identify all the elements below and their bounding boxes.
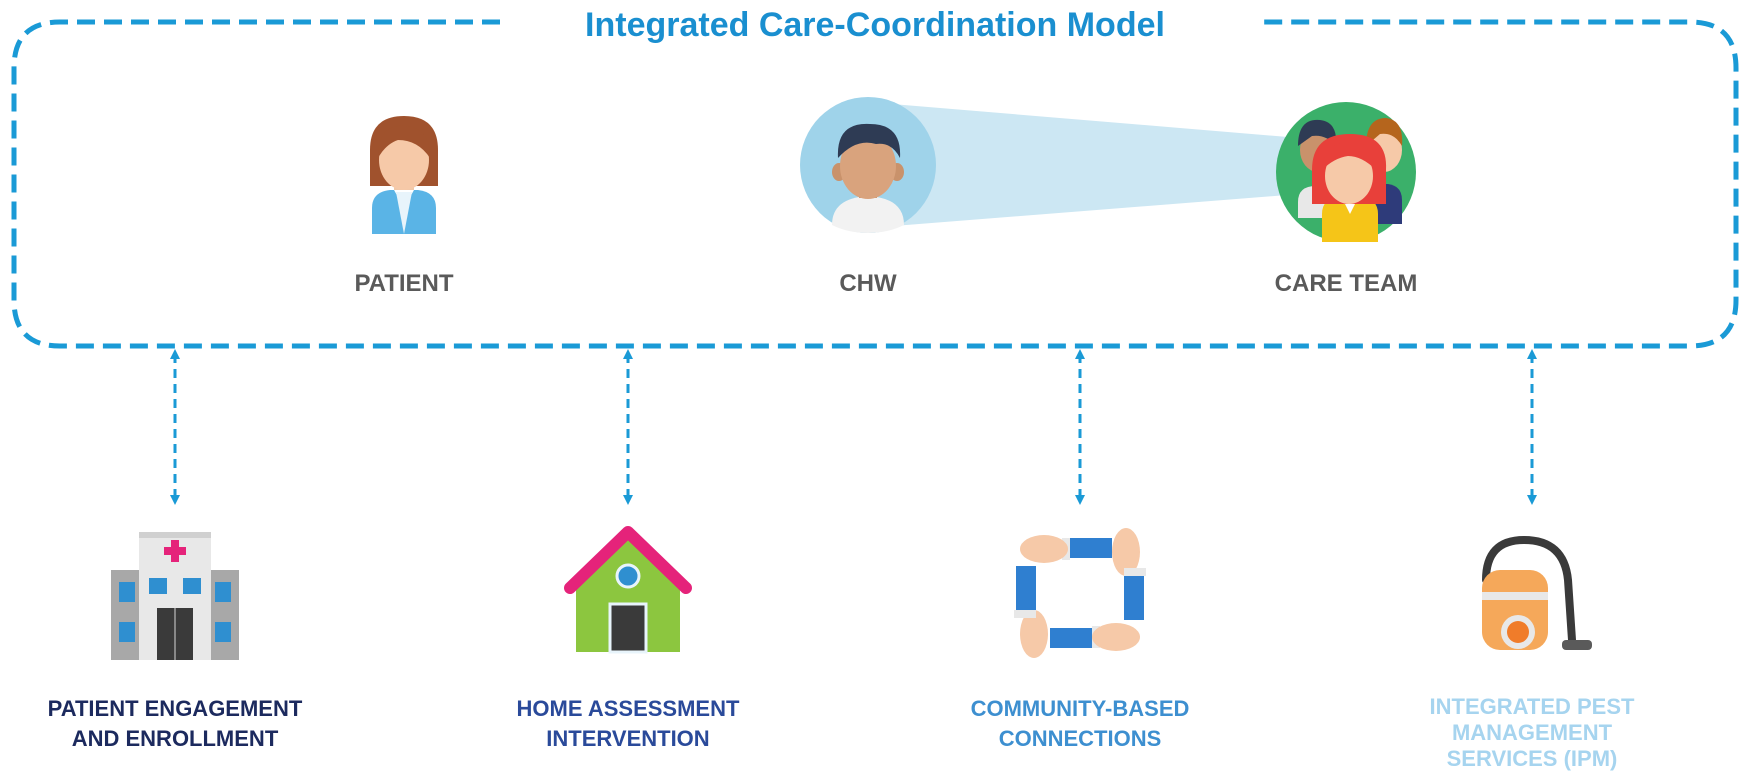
service-label-line: CONNECTIONS [998,726,1162,751]
patient-icon [370,116,438,234]
role-label-care-team: CARE TEAM [1274,270,1418,297]
service-label-line: INTEGRATED PEST [1429,694,1635,719]
service-label-community-connections: COMMUNITY-BASED CONNECTIONS [935,694,1225,754]
role-label-chw: CHW [839,270,897,297]
service-label-pest-management: INTEGRATED PEST MANAGEMENT SERVICES (IPM… [1387,694,1677,772]
diagram-title: Integrated Care-Coordination Model [585,6,1165,44]
service-label-line: COMMUNITY-BASED [970,696,1190,721]
care-coordination-boundary [11,19,1739,349]
service-label-line: INTERVENTION [546,726,710,751]
chw-icon [800,97,936,233]
service-label-patient-engagement: PATIENT ENGAGEMENT AND ENROLLMENT [30,694,320,754]
service-label-line: SERVICES (IPM) [1446,746,1618,771]
role-label-patient: PATIENT [354,270,454,297]
service-label-home-assessment: HOME ASSESSMENT INTERVENTION [483,694,773,754]
vacuum-cleaner-icon [1482,535,1592,650]
care-team-icon [1276,102,1416,242]
service-label-line: AND ENROLLMENT [71,726,279,751]
service-label-line: MANAGEMENT [1451,720,1613,745]
service-label-line: HOME ASSESSMENT [516,696,740,721]
service-label-line: PATIENT ENGAGEMENT [47,696,303,721]
chw-care-team-connector [868,102,1300,228]
joined-hands-icon [1014,528,1146,658]
hospital-icon [111,532,239,660]
house-icon [564,526,692,654]
